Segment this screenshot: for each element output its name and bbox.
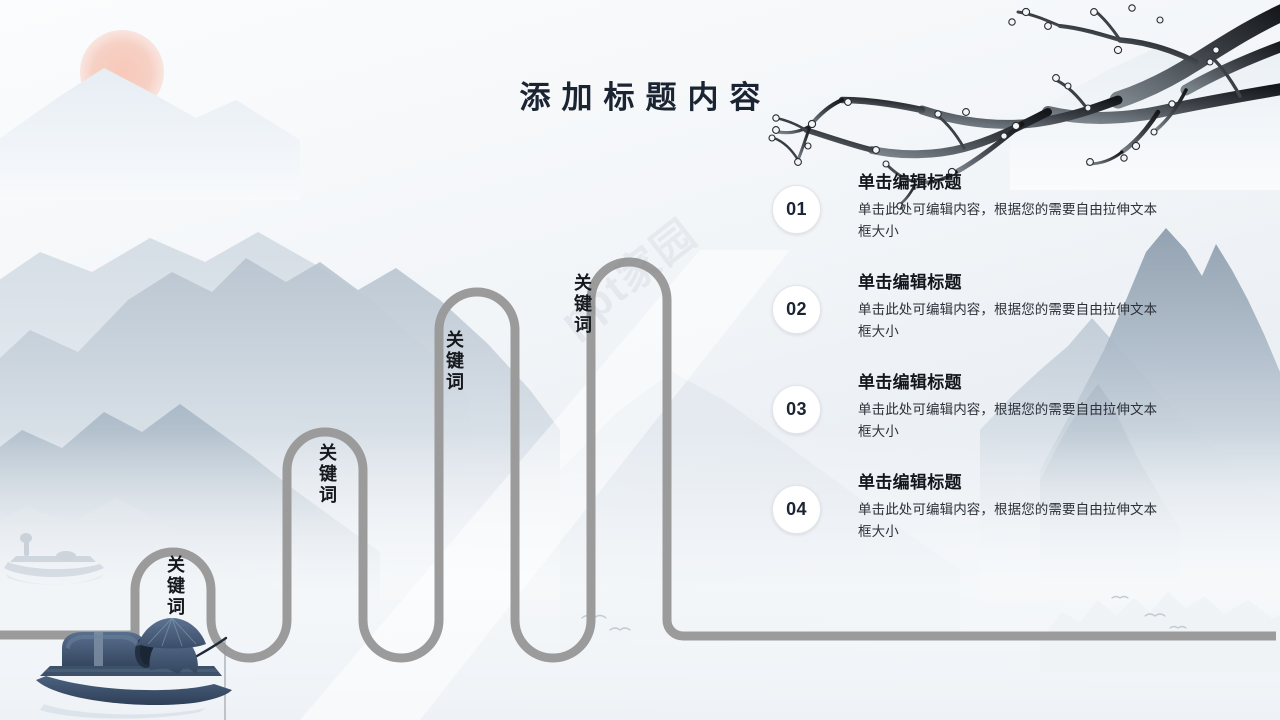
item-copy: 单击编辑标题 单击此处可编辑内容，根据您的需要自由拉伸文本框大小 xyxy=(858,472,1158,543)
light-shaft xyxy=(300,250,790,720)
cabin-highlight xyxy=(66,635,140,649)
boat-cabin xyxy=(62,632,146,666)
item-number-badge: 01 xyxy=(772,185,821,234)
hat-rib-4 xyxy=(171,617,197,645)
content-list: 01 单击编辑标题 单击此处可编辑内容，根据您的需要自由拉伸文本框大小 02 单… xyxy=(772,172,1272,572)
item-copy: 单击编辑标题 单击此处可编辑内容，根据您的需要自由拉伸文本框大小 xyxy=(858,272,1158,343)
item-copy: 单击编辑标题 单击此处可编辑内容，根据您的需要自由拉伸文本框大小 xyxy=(858,372,1158,443)
keyword-label-3: 关键词 xyxy=(446,330,464,393)
fishing-rod xyxy=(166,636,228,674)
mountain-far-left xyxy=(0,232,470,560)
keyword-label-1: 关键词 xyxy=(167,555,185,618)
item-body: 单击此处可编辑内容，根据您的需要自由拉伸文本框大小 xyxy=(858,501,1158,540)
fisherman-hat xyxy=(138,618,206,649)
cabin-opening xyxy=(135,636,157,668)
item-number-badge: 03 xyxy=(772,385,821,434)
fisherman-body xyxy=(149,635,198,674)
mountain-left-foothills xyxy=(0,498,290,660)
item-copy: 单击编辑标题 单击此处可编辑内容，根据您的需要自由拉伸文本框大小 xyxy=(858,172,1158,243)
keyword-label-4: 关键词 xyxy=(574,273,592,336)
boat-hull xyxy=(36,676,232,706)
item-title: 单击编辑标题 xyxy=(858,173,962,192)
cabin-opening-inner xyxy=(140,639,156,665)
list-item[interactable]: 02 单击编辑标题 单击此处可编辑内容，根据您的需要自由拉伸文本框大小 xyxy=(772,272,1272,372)
cabin-band xyxy=(94,632,103,666)
item-title: 单击编辑标题 xyxy=(858,473,962,492)
mountain-mid-left xyxy=(0,258,560,600)
item-body: 单击此处可编辑内容，根据您的需要自由拉伸文本框大小 xyxy=(858,301,1158,340)
item-number-badge: 04 xyxy=(772,485,821,534)
item-number-badge: 02 xyxy=(772,285,821,334)
list-item[interactable]: 03 单击编辑标题 单击此处可编辑内容，根据您的需要自由拉伸文本框大小 xyxy=(772,372,1272,472)
boat-deck-stripe xyxy=(44,669,218,672)
boat-reflection xyxy=(40,704,206,719)
item-title: 单击编辑标题 xyxy=(858,373,962,392)
hat-rib-3 xyxy=(171,617,183,647)
boat-deck xyxy=(40,666,222,676)
item-body: 单击此处可编辑内容，根据您的需要自由拉伸文本框大小 xyxy=(858,201,1158,240)
keyword-label-2: 关键词 xyxy=(319,443,337,506)
mountain-near-left xyxy=(0,404,380,640)
hat-rib-2 xyxy=(161,617,173,647)
item-body: 单击此处可编辑内容，根据您的需要自由拉伸文本框大小 xyxy=(858,401,1158,440)
list-item[interactable]: 01 单击编辑标题 单击此处可编辑内容，根据您的需要自由拉伸文本框大小 xyxy=(772,172,1272,272)
item-title: 单击编辑标题 xyxy=(858,273,962,292)
list-item[interactable]: 04 单击编辑标题 单击此处可编辑内容，根据您的需要自由拉伸文本框大小 xyxy=(772,472,1272,572)
mountain-low-right-range xyxy=(1040,592,1280,672)
distant-boat-silhouette xyxy=(4,533,104,585)
page-title: 添加标题内容 xyxy=(519,80,772,115)
hat-rib-1 xyxy=(147,617,173,645)
flying-birds xyxy=(581,595,1187,631)
